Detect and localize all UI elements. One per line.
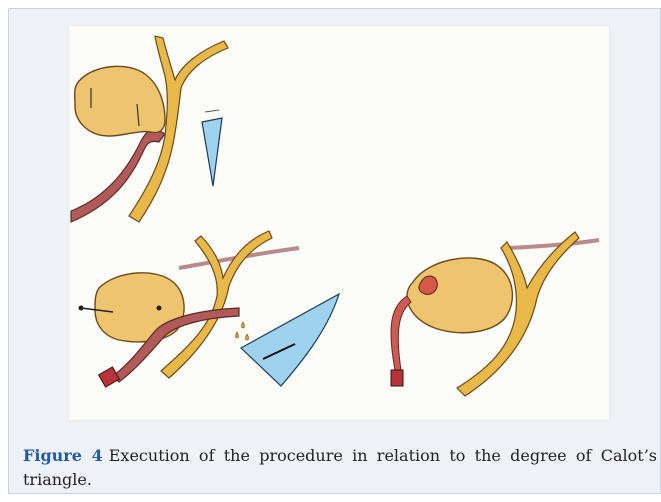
bottom-right-sketch <box>391 232 599 396</box>
illustration-drawing <box>69 26 609 420</box>
cystic-artery <box>71 130 165 222</box>
gallbladder-top <box>75 66 165 136</box>
drain-tube <box>391 296 411 370</box>
bottom-left-sketch <box>79 231 340 387</box>
background-vessel-right <box>509 240 599 248</box>
gallbladder-bottom-right <box>407 258 512 333</box>
bile-drops <box>236 322 249 340</box>
clip-instrument-bottom <box>241 294 339 386</box>
tube-tip-bottom-right <box>391 370 403 386</box>
clip-instrument-top <box>202 118 222 186</box>
figure-caption-text: Execution of the procedure in relation t… <box>23 446 657 489</box>
figure-label: Figure 4 <box>23 446 103 465</box>
tube-tip-bottom-left <box>99 367 120 387</box>
top-left-sketch <box>71 36 228 222</box>
illustration-svg <box>69 26 609 420</box>
